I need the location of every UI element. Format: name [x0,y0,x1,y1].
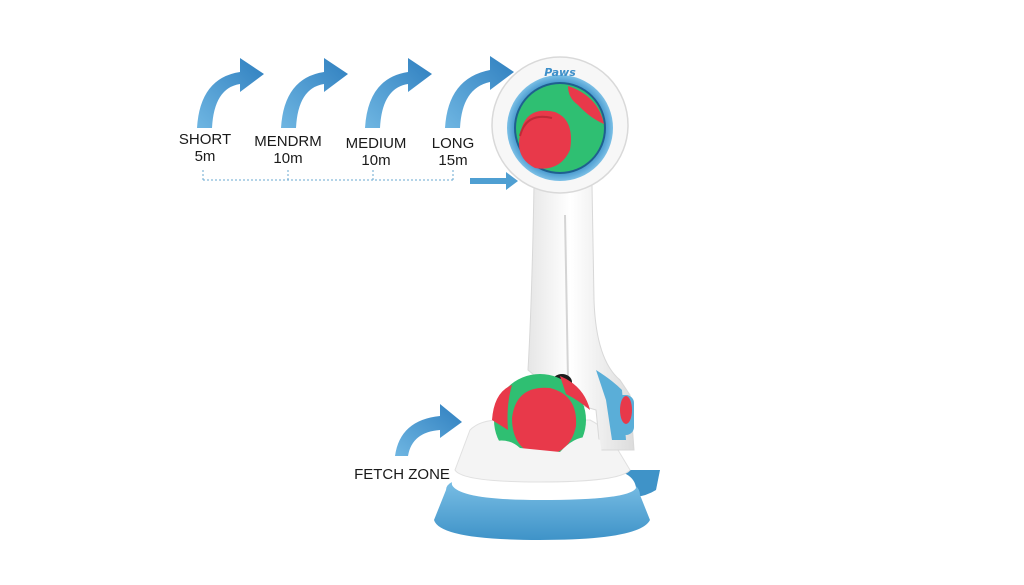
distance-dotted-line [202,170,454,181]
fetch-ball [470,374,604,468]
distance-label-short: SHORT 5m [170,131,240,165]
top-ball [516,84,604,172]
distance-name: MEDIUM [345,135,407,152]
fetch-zone-label: FETCH ZONE [354,466,450,483]
arrow-medium-icon [365,58,432,128]
arrow-mendrm-icon [281,58,348,128]
distance-value: 10m [273,150,303,167]
distance-label-medium: MEDIUM 10m [336,135,416,169]
arrow-fetch-zone-icon [395,404,462,456]
distance-label-mendrm: MENDRM 10m [248,133,328,167]
brand-logo: Paws [544,66,576,79]
distance-value: 10m [361,152,391,169]
distance-value: 15m [438,152,468,169]
distance-name: LONG [431,135,475,152]
arrow-short-icon [197,58,264,128]
arrow-right-icon [470,172,518,190]
distance-name: MENDRM [254,133,322,150]
distance-label-long: LONG 15m [418,135,488,169]
distance-value: 5m [194,148,216,165]
arrow-long-icon [445,56,514,128]
distance-name: SHORT [178,131,232,148]
